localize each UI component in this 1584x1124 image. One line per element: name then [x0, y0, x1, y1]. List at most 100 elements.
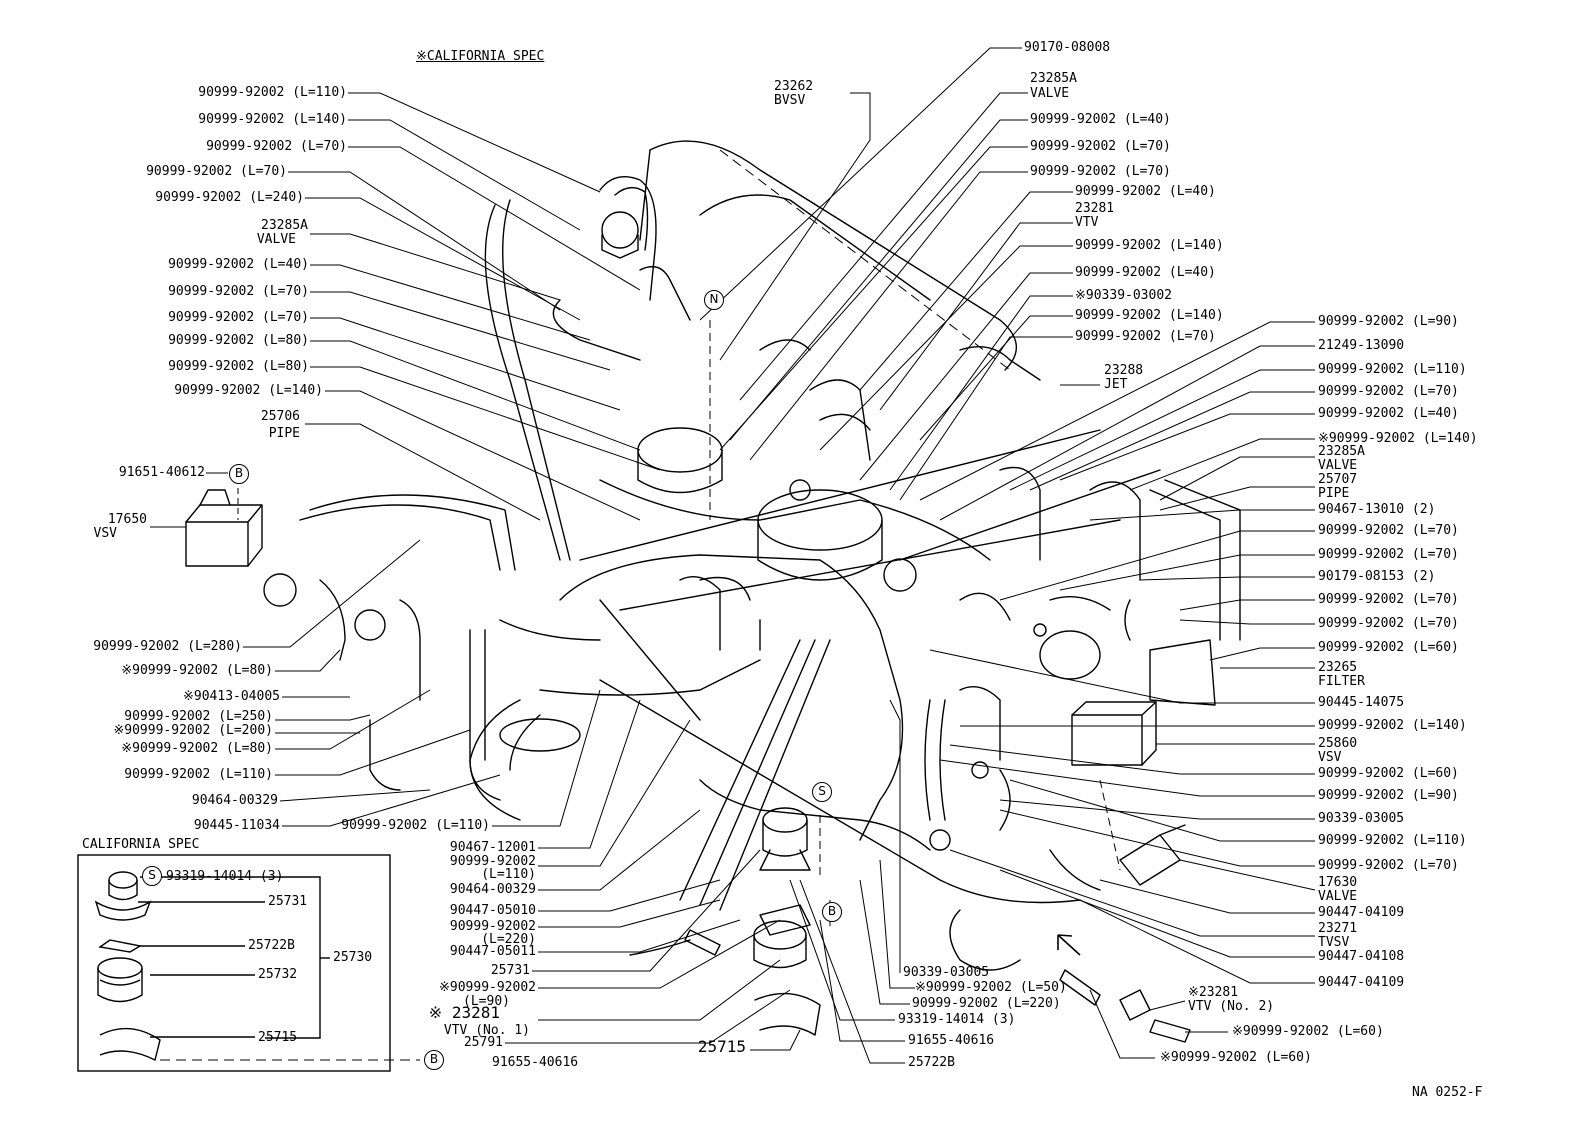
part-label: VALVE — [1030, 86, 1070, 101]
part-label: JET — [1104, 377, 1128, 392]
part-label: 90339-03005 — [903, 965, 990, 980]
part-label: ※90999-92002 (L=200) — [113, 723, 273, 738]
part-label: 90999-92002 (L=140) — [174, 383, 323, 398]
part-label: 90999-92002 (L=140) — [1075, 308, 1224, 323]
part-label: 90179-08153 (2) — [1318, 569, 1436, 584]
part-label: 90447-04108 — [1318, 949, 1405, 964]
part-label: ※90999-92002 (L=60) — [1160, 1050, 1312, 1065]
part-label: 90999-92002 (L=70) — [146, 164, 287, 179]
part-label: VTV (No. 2) — [1188, 999, 1275, 1014]
part-label: 90999-92002 (L=40) — [168, 257, 309, 272]
part-label: 23265 — [1318, 660, 1358, 675]
part-label: 90999-92002 (L=60) — [1318, 640, 1459, 655]
part-label: 90467-13010 (2) — [1318, 502, 1436, 517]
part-label: 90999-92002 (L=80) — [168, 359, 309, 374]
inset-title: CALIFORNIA SPEC — [82, 837, 200, 852]
part-label: 25715 — [697, 1037, 746, 1056]
part-label: TVSV — [1318, 935, 1350, 950]
part-label: VTV — [1075, 215, 1099, 230]
part-label: 90339-03005 — [1318, 811, 1405, 826]
part-label: 23281 — [1075, 201, 1115, 216]
part-label: 90999-92002 (L=80) — [168, 333, 309, 348]
part-label: 25791 — [463, 1035, 503, 1050]
inset-part: 25722B — [248, 938, 295, 953]
part-label: 17650 — [107, 512, 147, 527]
part-label: 23285A — [1318, 444, 1365, 459]
part-label: 90999-92002 (L=70) — [1030, 139, 1171, 154]
part-label: 90999-92002 (L=70) — [1318, 523, 1459, 538]
part-label: 90999-92002 (L=140) — [1075, 238, 1224, 253]
part-label: 90999-92002 (L=280) — [93, 639, 242, 654]
figure-code: NA 0252-F — [1412, 1085, 1483, 1100]
part-label: 23288 — [1104, 363, 1144, 378]
part-label: ※90999-92002 (L=80) — [121, 663, 273, 678]
part-label: ※90999-92002 (L=140) — [1318, 431, 1478, 446]
part-label: (L=110) — [481, 867, 536, 882]
part-label: BVSV — [774, 93, 806, 108]
part-label: (L=90) — [463, 994, 510, 1009]
part-label: 90999-92002 (L=70) — [168, 310, 309, 325]
part-label: 25722B — [908, 1055, 955, 1070]
marker-s-inset: S — [142, 866, 162, 886]
inset-part: 93319-14014 (3) — [166, 869, 284, 884]
part-label: ※23281 — [1188, 985, 1239, 1000]
part-label: 23262 — [774, 79, 814, 94]
part-label: VALVE — [1318, 889, 1358, 904]
part-label: ※90999-92002 (L=60) — [1232, 1024, 1384, 1039]
inset-part: 25730 — [333, 950, 373, 965]
part-label: 90999-92002 (L=60) — [1318, 766, 1459, 781]
part-label: 90999-92002 (L=110) — [1318, 362, 1467, 377]
part-label: 90999-92002 (L=70) — [1030, 164, 1171, 179]
part-label: FILTER — [1318, 674, 1365, 689]
marker-b-center: B — [822, 902, 842, 922]
marker-b-left: B — [229, 464, 249, 484]
part-label: 90999-92002 (L=70) — [1318, 384, 1459, 399]
part-label: 90999-92002 (L=70) — [1318, 592, 1459, 607]
part-label: ※90999-92002 — [439, 980, 536, 995]
part-label: 90999-92002 (L=70) — [1318, 858, 1459, 873]
part-label: 90447-05011 — [449, 944, 536, 959]
inset-part: 25731 — [268, 894, 308, 909]
part-label: PIPE — [268, 426, 300, 441]
part-label: VSV — [93, 526, 117, 541]
part-label: 90999-92002 (L=110) — [1318, 833, 1467, 848]
part-label: 23285A — [261, 218, 308, 233]
part-label: 90999-92002 (L=250) — [124, 709, 273, 724]
part-label: 90445-14075 — [1318, 695, 1405, 710]
part-label: 23271 — [1318, 921, 1358, 936]
part-label: 90999-92002 (L=110) — [124, 767, 273, 782]
california-spec-note: ※CALIFORNIA SPEC — [416, 49, 545, 64]
part-label: 93319-14014 (3) — [898, 1012, 1016, 1027]
part-label: 23285A — [1030, 71, 1077, 86]
part-label: 90447-05010 — [449, 903, 536, 918]
part-label: 90999-92002 (L=40) — [1318, 406, 1459, 421]
part-label: 90170-08008 — [1024, 40, 1111, 55]
part-label: VALVE — [256, 232, 296, 247]
part-label: (L=220) — [481, 932, 536, 947]
part-label: ※90339-03002 — [1075, 288, 1172, 303]
part-label: 25731 — [490, 963, 530, 978]
part-label: 90999-92002 (L=40) — [1030, 112, 1171, 127]
inset-part: 25732 — [258, 967, 298, 982]
part-label: VTV (No. 1) — [443, 1023, 530, 1038]
part-label: 90999-92002 (L=70) — [206, 139, 347, 154]
part-label: 90999-92002 (L=40) — [1075, 265, 1216, 280]
part-label: 25706 — [260, 409, 300, 424]
part-label: 90464-00329 — [449, 882, 536, 897]
marker-b-inset: B — [424, 1050, 444, 1070]
part-label: 90999-92002 (L=140) — [1318, 718, 1467, 733]
part-label: 90999-92002 — [449, 919, 536, 934]
part-label: PIPE — [1318, 486, 1350, 501]
part-label: 90999-92002 (L=90) — [1318, 314, 1459, 329]
part-label: 25860 — [1318, 736, 1358, 751]
part-label: 90999-92002 (L=110) — [198, 85, 347, 100]
marker-n: N — [704, 290, 724, 310]
inset-part: 25715 — [258, 1030, 298, 1045]
part-label: ※90999-92002 (L=80) — [121, 741, 273, 756]
part-label: 90999-92002 (L=70) — [1318, 547, 1459, 562]
part-label: 91655-40616 — [492, 1055, 579, 1070]
part-label: ※90999-92002 (L=50) — [915, 980, 1067, 995]
part-label: 90447-04109 — [1318, 975, 1405, 990]
part-label: 90999-92002 (L=110) — [341, 818, 490, 833]
